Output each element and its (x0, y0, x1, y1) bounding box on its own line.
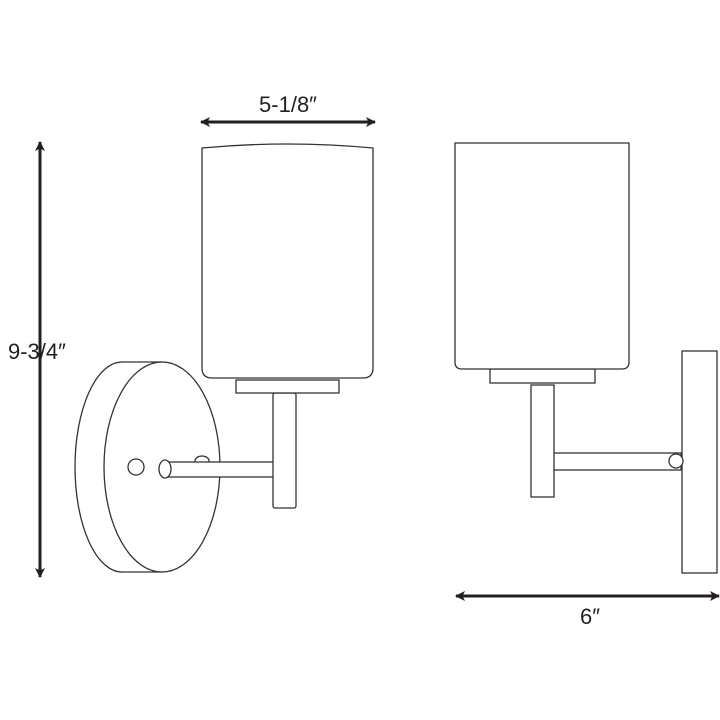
arm (165, 461, 275, 478)
front-view-fixture (74, 143, 374, 573)
depth-label: 6″ (580, 604, 600, 629)
side-backplate (681, 350, 718, 574)
side-glass-shade (454, 142, 630, 370)
collar (235, 379, 340, 394)
mounting-hole (127, 458, 145, 476)
height-label: 9-3/4″ (8, 339, 66, 364)
stem (272, 392, 297, 509)
arm-nut (158, 459, 172, 479)
side-stem (530, 384, 555, 498)
side-arm (552, 452, 682, 471)
side-view-fixture (454, 142, 718, 574)
side-arm-nut (668, 453, 684, 469)
side-collar (489, 368, 596, 384)
width-label: 5-1/8″ (259, 92, 317, 117)
glass-shade (201, 143, 374, 379)
